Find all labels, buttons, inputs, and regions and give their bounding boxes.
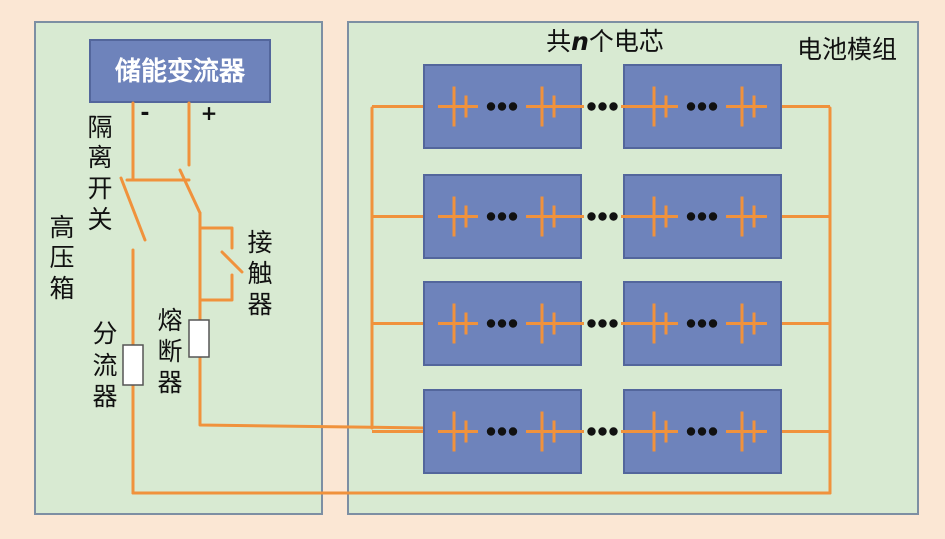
- string-4-module-2-cell-dots-dot: [686, 427, 696, 436]
- string-1-link-dots-dot: [587, 102, 596, 111]
- battery-module-label: 电池模组: [797, 35, 897, 64]
- shunt-label-1: 分: [92, 319, 117, 348]
- isolating-switch-pos-blade: [178, 168, 202, 215]
- contactor-blade: [220, 250, 244, 274]
- string-1-module-1-cell-dots-dot: [486, 102, 496, 111]
- string-4-module-2-cell-dots-dot: [697, 427, 707, 436]
- contactor-label-2: 触: [247, 259, 272, 288]
- string-4-module-1-cell-dots-dot: [508, 427, 518, 436]
- string-1-module-2-cell-dots-dot: [697, 102, 707, 111]
- string-1-module-1-cell-dots-dot: [497, 102, 507, 111]
- string-2-link-dots-dot: [598, 212, 607, 221]
- string-2-link-dots-dot: [609, 212, 618, 221]
- converter-minus-terminal: -: [140, 101, 149, 126]
- string-2-link-dots-dot: [587, 212, 596, 221]
- string-1-module-2-cell-dots-dot: [686, 102, 696, 111]
- string-4-module-2-cell-dots-dot: [708, 427, 718, 436]
- shunt-label-3: 器: [92, 382, 117, 411]
- string-1-module-2-cell-dots-dot: [708, 102, 718, 111]
- string-3-link-dots-dot: [587, 319, 596, 328]
- isolating-switch-label-4: 关: [87, 205, 112, 234]
- string-2-module-1-cell-dots-dot: [486, 212, 496, 221]
- fuse-label-1: 熔: [157, 306, 182, 335]
- shunt-component: [122, 344, 144, 386]
- converter-label: 储能变流器: [115, 56, 246, 87]
- string-3-module-1-cell-dots-dot: [508, 319, 518, 328]
- fuse-component: [188, 319, 210, 358]
- hv-box-label-3: 箱: [49, 274, 74, 303]
- cells-count-note: 共n个电芯: [546, 27, 664, 56]
- string-2-module-1-cell-dots-dot: [508, 212, 518, 221]
- string-3-module-1-cell-dots-dot: [497, 319, 507, 328]
- contactor-label-1: 接: [247, 228, 272, 257]
- cells-note-suffix: 个电芯: [589, 27, 664, 56]
- isolating-switch-label-1: 隔: [87, 113, 112, 142]
- contactor-label-3: 器: [247, 290, 272, 319]
- string-1-module-1-cell-dots-dot: [508, 102, 518, 111]
- string-4-module-1-cell-dots-dot: [486, 427, 496, 436]
- string-2-module-2-cell-dots-dot: [708, 212, 718, 221]
- contactor-upper-wire: [198, 226, 234, 250]
- string-3-module-2-cell-dots-dot: [697, 319, 707, 328]
- string-4-link-dots-dot: [598, 427, 607, 436]
- cells-note-prefix: 共: [546, 27, 571, 56]
- fuse-label-3: 器: [157, 368, 182, 397]
- string-2-module-1-cell-dots-dot: [497, 212, 507, 221]
- string-3-module-1-cell-dots-dot: [486, 319, 496, 328]
- shunt-label-2: 流: [92, 351, 117, 380]
- hv-box-label-2: 压: [49, 243, 74, 272]
- string-3-link-dots-dot: [598, 319, 607, 328]
- isolating-switch-label-3: 开: [87, 174, 112, 203]
- hv-box-labels: 隔 离 开 关 高 压 箱 接 触 器 熔 断 器 分 流 器: [49, 113, 272, 411]
- positive-wire-to-battery: [198, 355, 427, 430]
- string-2-module-2-cell-dots-dot: [686, 212, 696, 221]
- wiring: [119, 101, 832, 495]
- hv-box-panel: [34, 21, 323, 515]
- string-3-module-2-cell-dots-dot: [708, 319, 718, 328]
- battery-strings: [372, 64, 830, 474]
- cells-note-variable: n: [571, 27, 589, 56]
- fuse-label-2: 断: [157, 337, 182, 366]
- converter-plus-terminal: +: [201, 101, 218, 125]
- isolating-switch-neg-blade: [119, 176, 147, 242]
- converter-block: [89, 39, 271, 103]
- string-1-link-dots-dot: [609, 102, 618, 111]
- string-2-module-2-cell-dots-dot: [697, 212, 707, 221]
- string-4-link-dots-dot: [587, 427, 596, 436]
- string-4-link-dots-dot: [609, 427, 618, 436]
- contactor-lower-wire: [198, 273, 234, 302]
- string-3-module-2-cell-dots-dot: [686, 319, 696, 328]
- string-3-link-dots-dot: [609, 319, 618, 328]
- string-1-link-dots-dot: [598, 102, 607, 111]
- string-4-module-1-cell-dots-dot: [497, 427, 507, 436]
- isolating-switch-label-2: 离: [87, 143, 112, 172]
- hv-box-label-1: 高: [49, 213, 74, 242]
